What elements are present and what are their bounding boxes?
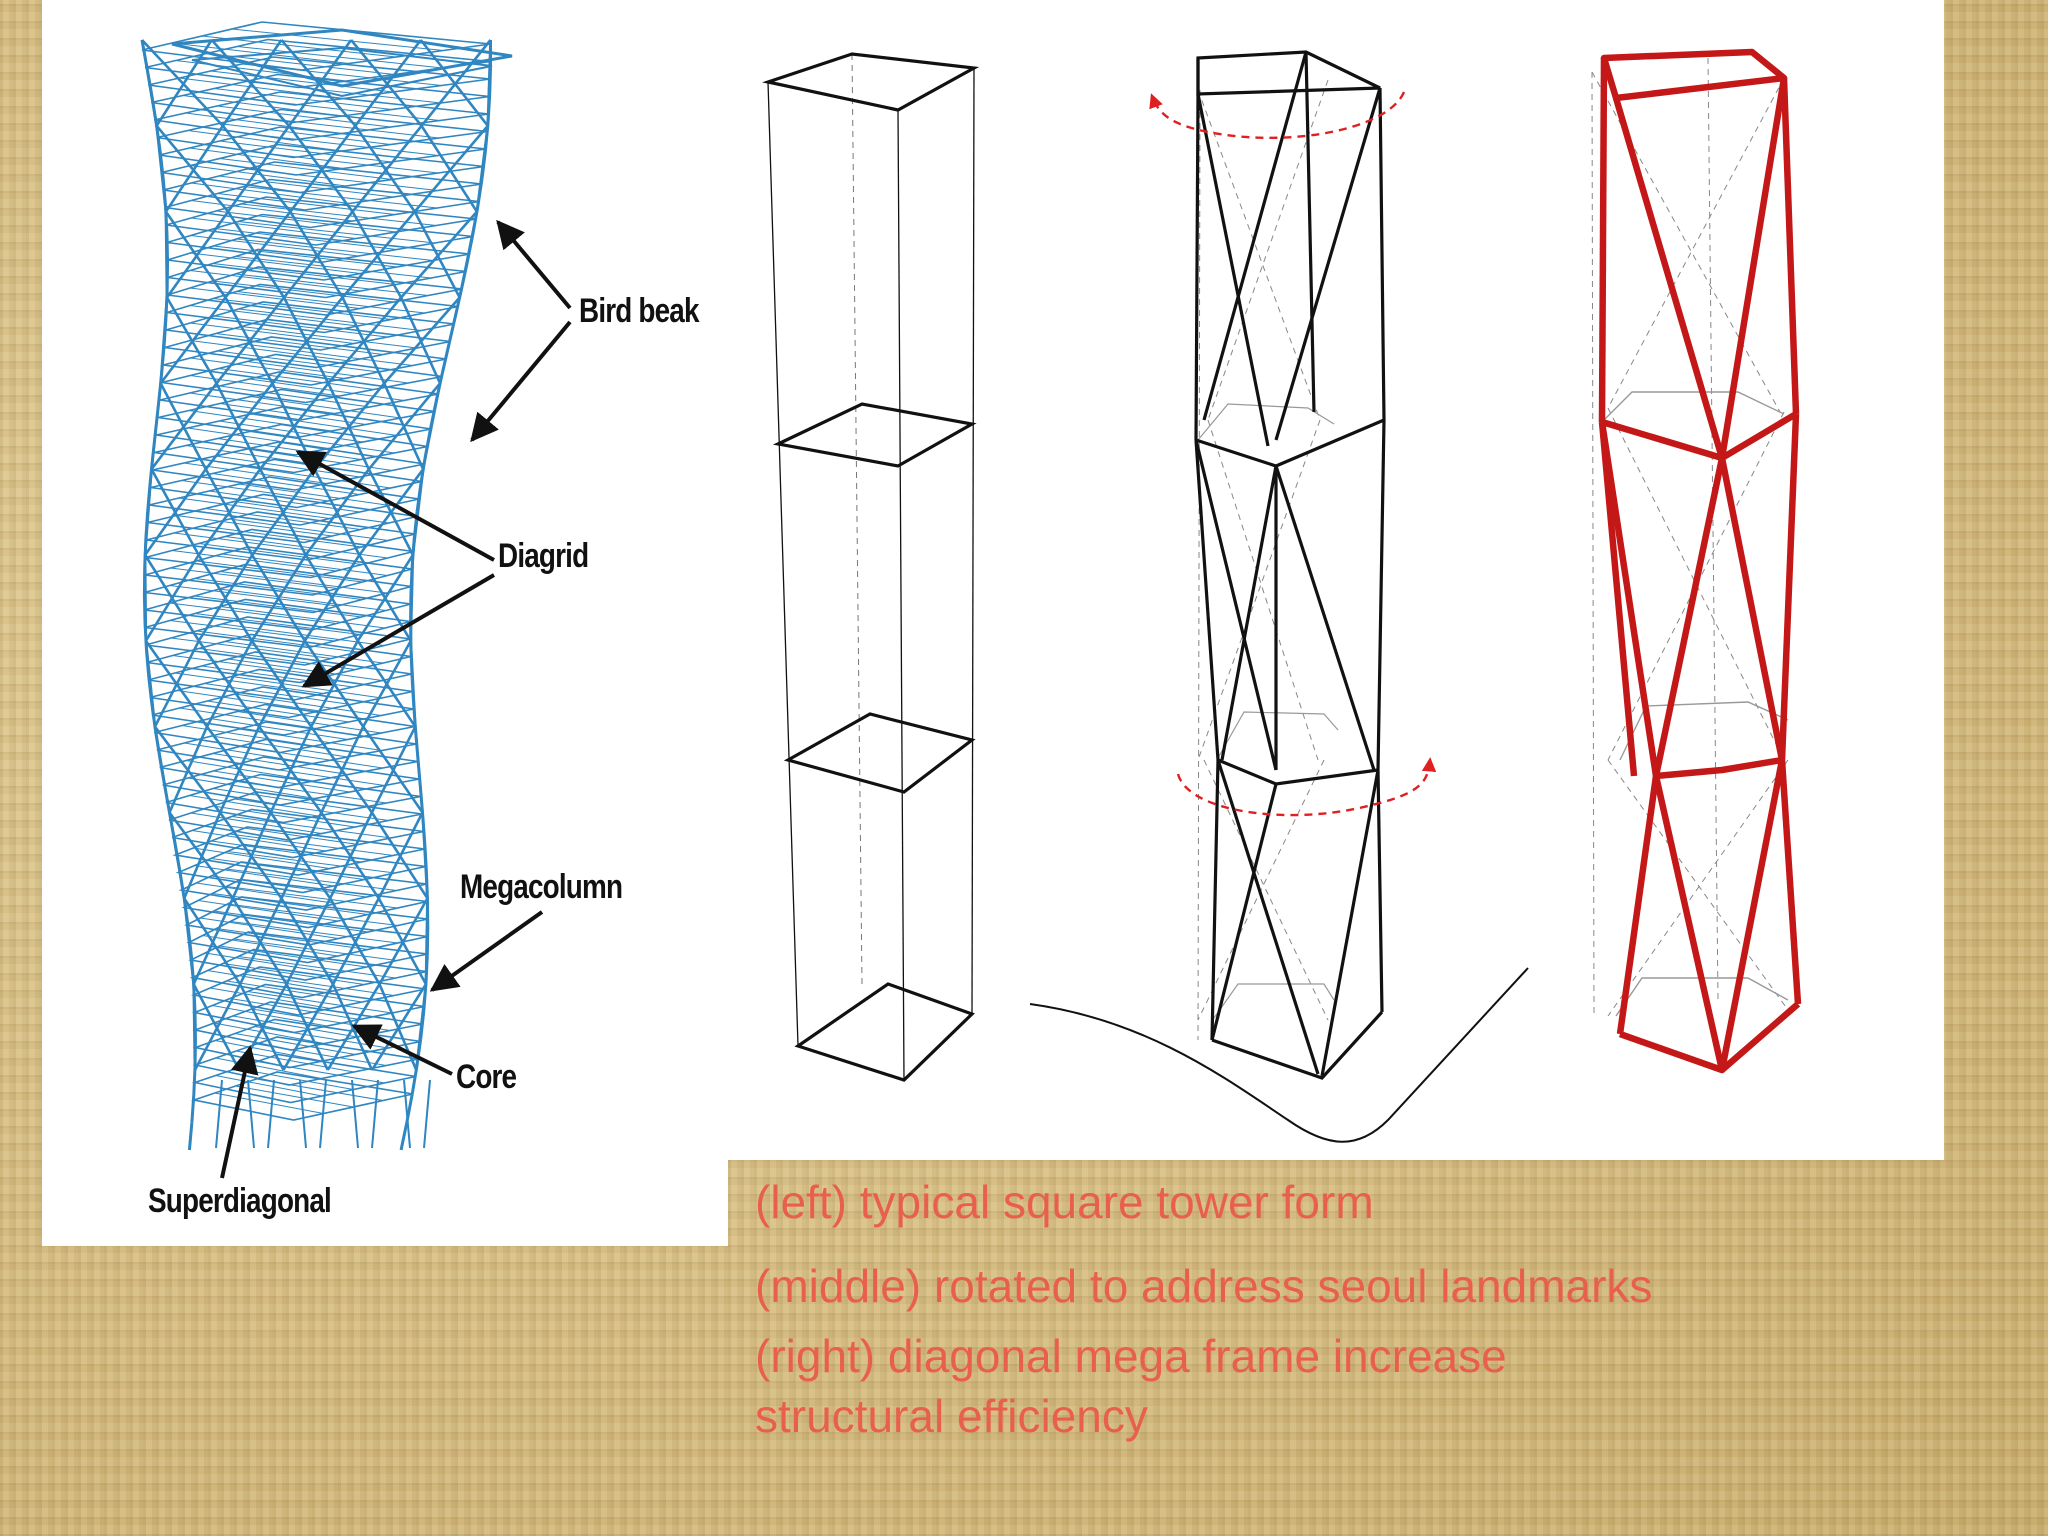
- caption-left-tower: (left) typical square tower form: [755, 1176, 1374, 1228]
- callout-diagrid: Diagrid: [498, 537, 589, 575]
- caption-right-tower: (right) diagonal mega frame increase str…: [755, 1330, 1507, 1442]
- callout-megacolumn: Megacolumn: [460, 868, 623, 906]
- tower-forms-drawing: [761, 48, 1802, 1143]
- callout-core: Core: [456, 1058, 517, 1096]
- ground-curve-line: [1029, 967, 1529, 1143]
- caption-middle-tower: (middle) rotated to address seoul landma…: [755, 1260, 1653, 1312]
- diagrid-tower-image: Bird beak Diagrid Megacolumn Core Superd…: [42, 0, 728, 1246]
- diagrid-tower-drawing: [140, 21, 572, 1179]
- caption-block: (left) typical square tower form (middle…: [755, 1172, 1655, 1446]
- tower-mega-frame: [1591, 48, 1802, 1074]
- tower-forms-image: [728, 0, 1944, 1160]
- callout-bird-beak: Bird beak: [579, 292, 700, 330]
- callout-superdiagonal: Superdiagonal: [148, 1182, 332, 1220]
- rotation-arrow-bottom: [1176, 757, 1437, 817]
- callout-arrows: [220, 219, 572, 1179]
- tower-structure: [140, 21, 513, 1151]
- rotation-arrow-top: [1149, 91, 1406, 140]
- tower-rotated-form: [1149, 50, 1437, 1080]
- tower-square-form: [761, 52, 980, 1082]
